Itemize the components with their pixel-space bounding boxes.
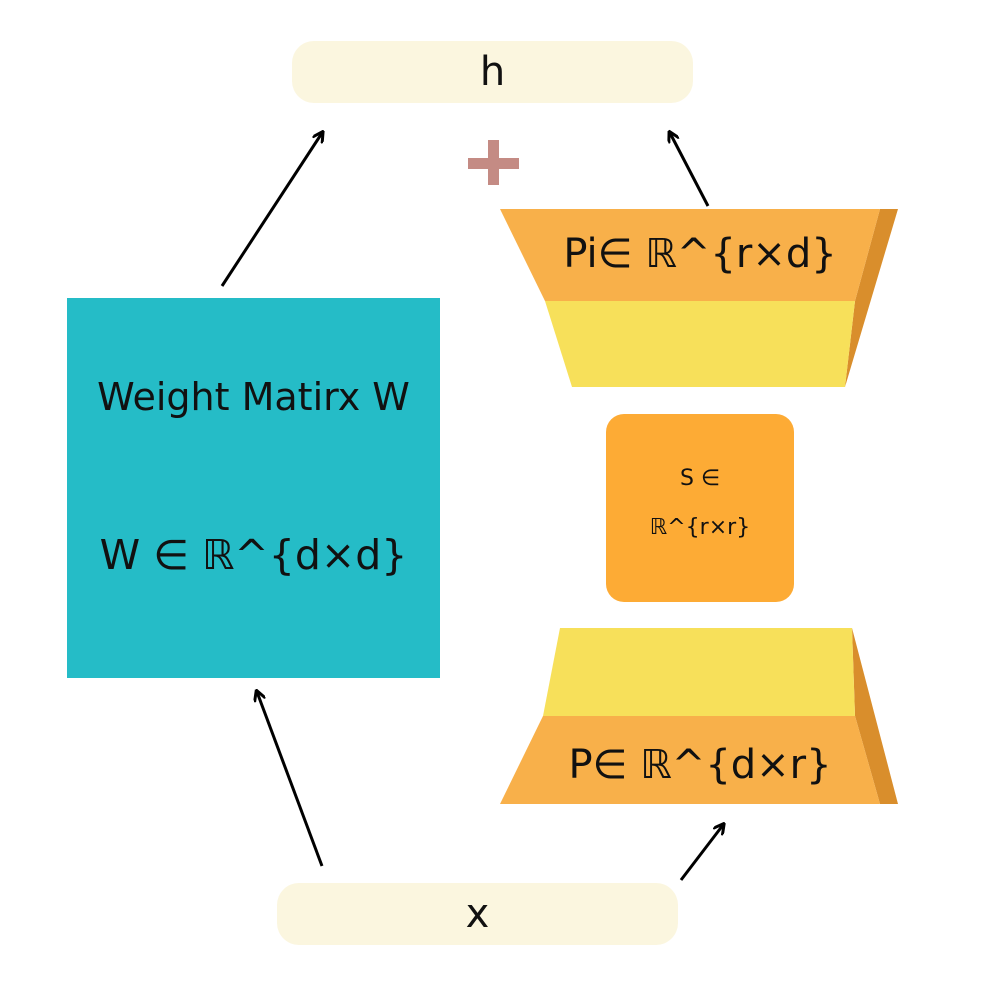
core-matrix-label-line1: S ∈ (679, 466, 721, 491)
weight-matrix-formula: W ∈ ℝ^{d×d} (99, 531, 408, 579)
arrow-input-to-down-projection (679, 825, 723, 881)
weight-matrix-box (67, 298, 440, 678)
plus-icon (468, 140, 519, 185)
output-label: h (479, 49, 506, 95)
up-projection-trapezoid (500, 209, 898, 387)
up-projection-label: Pi∈ ℝ^{r×d} (563, 231, 837, 277)
input-node: x (277, 883, 678, 945)
weight-matrix-title: Weight Matirx W (97, 375, 410, 419)
down-projection-trapezoid (500, 628, 898, 804)
down-projection-label: P∈ ℝ^{d×r} (568, 742, 832, 788)
arrow-weight-to-output (220, 133, 322, 287)
arrow-input-to-weight (257, 692, 324, 867)
input-label: x (465, 891, 490, 937)
arrow-up-projection-to-output (670, 133, 710, 207)
core-matrix-label-line2: ℝ^{r×r} (649, 515, 751, 540)
core-matrix-box (606, 414, 794, 602)
output-node: h (292, 41, 693, 103)
